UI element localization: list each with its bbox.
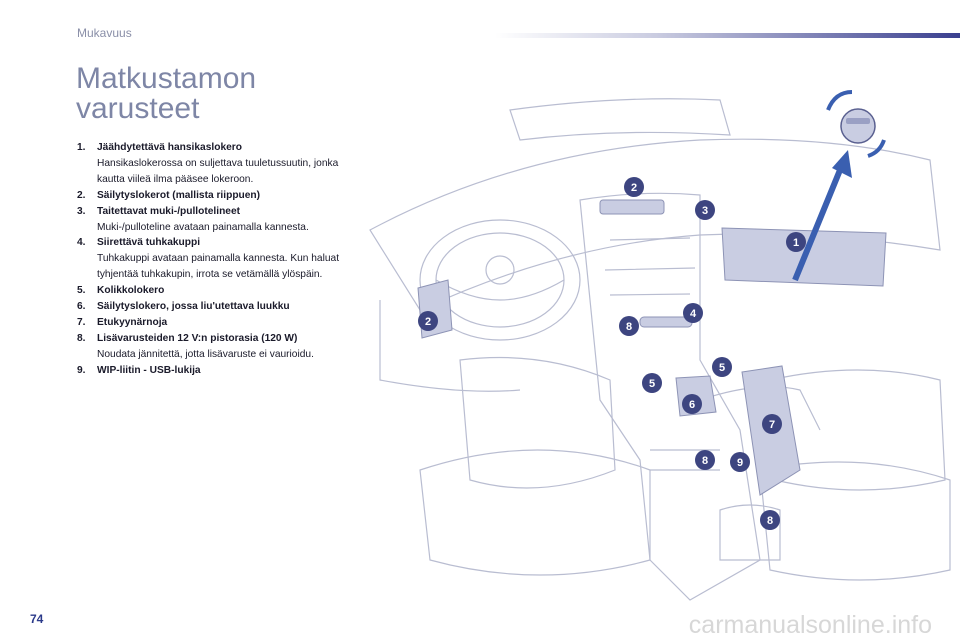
legend-item: 6. Säilytyslokero, jossa liu'utettava lu…	[77, 299, 347, 315]
section-label: Mukavuus	[77, 26, 132, 40]
item-number: 4.	[77, 237, 86, 249]
title-line-1: Matkustamon	[76, 62, 257, 95]
callout-3: 3	[695, 200, 715, 220]
svg-text:1: 1	[793, 237, 799, 249]
item-number: 8.	[77, 332, 86, 344]
item-number: 5.	[77, 285, 86, 297]
svg-text:7: 7	[769, 419, 775, 431]
callout-6: 6	[682, 394, 702, 414]
item-heading: Siirettävä tuhkakuppi	[97, 237, 201, 249]
legend-item: 4. Siirettävä tuhkakuppi Tuhkakuppi avat…	[77, 235, 347, 283]
callout-8c: 8	[760, 510, 780, 530]
item-description: Hansikaslokerossa on suljettava tuuletus…	[97, 157, 339, 185]
callout-5b: 5	[642, 373, 662, 393]
legend-item: 7. Etukyynärnoja	[77, 315, 347, 331]
legend-item: 5. Kolikkolokero	[77, 283, 347, 299]
item-description: Noudata jännitettä, jotta lisävaruste ei…	[97, 348, 314, 360]
svg-text:6: 6	[689, 399, 695, 411]
item-description: Muki-/pulloteline avataan painamalla kan…	[97, 221, 309, 233]
item-heading: WIP-liitin - USB-lukija	[97, 364, 201, 376]
svg-text:5: 5	[719, 362, 725, 374]
legend-item: 2. Säilytyslokerot (mallista riippuen)	[77, 188, 347, 204]
svg-text:5: 5	[649, 378, 655, 390]
svg-text:2: 2	[425, 316, 431, 328]
callout-7: 7	[762, 414, 782, 434]
item-heading: Lisävarusteiden 12 V:n pistorasia (120 W…	[97, 332, 298, 344]
svg-text:8: 8	[626, 321, 632, 333]
watermark: carmanualsonline.info	[688, 611, 932, 639]
legend-item: 9. WIP-liitin - USB-lukija	[77, 363, 347, 379]
legend-item: 8. Lisävarusteiden 12 V:n pistorasia (12…	[77, 331, 347, 363]
item-number: 7.	[77, 316, 86, 328]
header-bar	[495, 33, 960, 38]
item-heading: Etukyynärnoja	[97, 316, 168, 328]
callout-2b: 2	[418, 311, 438, 331]
item-description: Tuhkakuppi avataan painamalla kannesta. …	[97, 253, 340, 281]
callout-1: 1	[786, 232, 806, 252]
svg-text:2: 2	[631, 182, 637, 194]
item-number: 3.	[77, 205, 86, 217]
legend-item: 3. Taitettavat muki-/pullotelineet Muki-…	[77, 204, 347, 236]
cabin-illustration: 1 2 3 4 5 6 7 8 9 2 5 8 8	[369, 90, 951, 601]
callout-4: 4	[683, 303, 703, 323]
item-heading: Jäähdytettävä hansikaslokero	[97, 142, 242, 153]
svg-text:4: 4	[690, 308, 697, 320]
callout-2: 2	[624, 177, 644, 197]
legend-item: 1. Jäähdytettävä hansikaslokero Hansikas…	[77, 140, 347, 188]
item-number: 9.	[77, 364, 86, 376]
item-heading: Säilytyslokerot (mallista riippuen)	[97, 189, 261, 201]
item-heading: Säilytyslokero, jossa liu'utettava luukk…	[97, 301, 290, 313]
equipment-legend: 1. Jäähdytettävä hansikaslokero Hansikas…	[77, 140, 347, 379]
callout-8: 8	[695, 450, 715, 470]
item-number: 1.	[77, 142, 86, 153]
item-number: 2.	[77, 189, 86, 201]
title-line-2: varusteet	[76, 92, 200, 125]
callout-5: 5	[712, 357, 732, 377]
svg-text:8: 8	[767, 515, 773, 527]
svg-text:8: 8	[702, 455, 708, 467]
item-number: 6.	[77, 301, 86, 313]
svg-text:9: 9	[737, 457, 743, 469]
page-number: 74	[30, 612, 44, 626]
page-title: Matkustamon varusteet	[76, 64, 256, 124]
callout-8b: 8	[619, 316, 639, 336]
item-heading: Kolikkolokero	[97, 285, 165, 297]
callout-9: 9	[730, 452, 750, 472]
svg-text:3: 3	[702, 205, 708, 217]
item-heading: Taitettavat muki-/pullotelineet	[97, 205, 241, 217]
